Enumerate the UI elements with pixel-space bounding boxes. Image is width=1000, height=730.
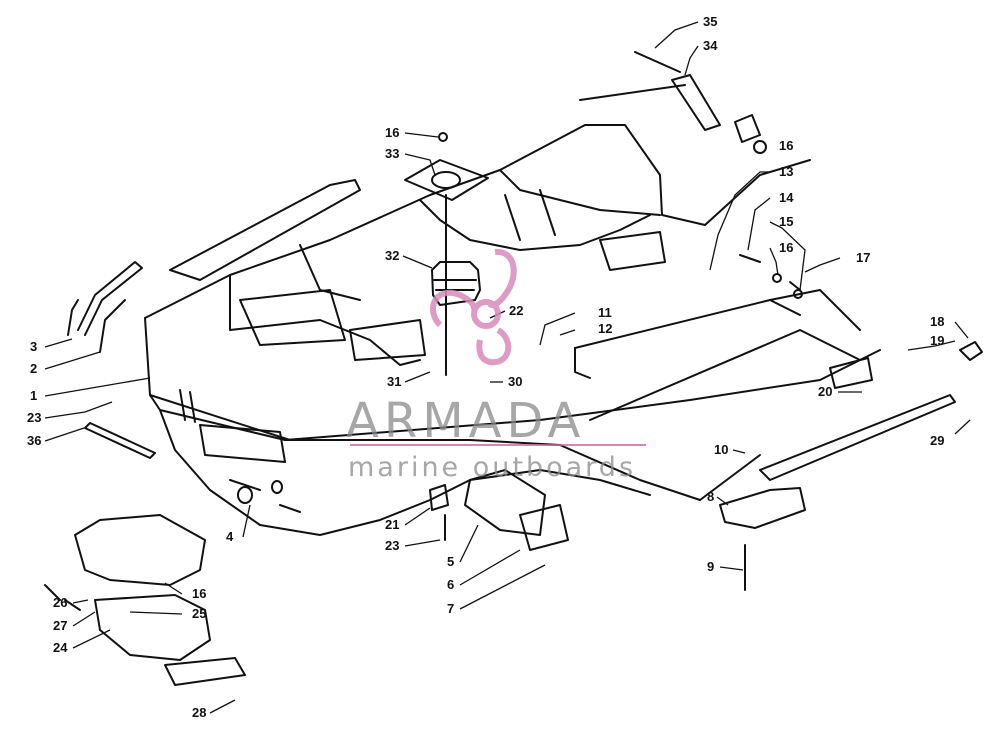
callout-15: 15 xyxy=(779,214,794,229)
callout-35: 35 xyxy=(703,14,718,29)
callout-28: 28 xyxy=(192,705,207,720)
callout-23: 23 xyxy=(385,538,400,553)
callout-16: 16 xyxy=(779,138,794,153)
callout-22: 22 xyxy=(509,303,524,318)
callout-21: 21 xyxy=(385,517,400,532)
grommet-4 xyxy=(237,480,283,504)
callout-34: 34 xyxy=(703,38,718,53)
callout-26: 26 xyxy=(53,595,68,610)
callout-3: 3 xyxy=(30,339,38,354)
callout-33: 33 xyxy=(385,146,400,161)
callout-13: 13 xyxy=(779,164,794,179)
propeller-logo-icon xyxy=(429,248,517,366)
callout-30: 30 xyxy=(508,374,523,389)
callout-18: 18 xyxy=(930,314,945,329)
side-rail-assembly xyxy=(739,254,983,481)
callout-29: 29 xyxy=(930,433,945,448)
belly-pan-body xyxy=(144,124,881,536)
callout-9: 9 xyxy=(707,559,715,574)
callout-5: 5 xyxy=(447,554,455,569)
watermark-tagline: marine outboards xyxy=(348,452,637,483)
callout-16: 16 xyxy=(192,586,207,601)
lower-bracket-assembly xyxy=(719,487,806,591)
callout-7: 7 xyxy=(447,601,455,616)
callout-2: 2 xyxy=(30,361,38,376)
callout-11: 11 xyxy=(598,305,612,320)
callout-23: 23 xyxy=(27,410,42,425)
watermark-divider xyxy=(350,444,646,446)
callout-12: 12 xyxy=(598,321,613,336)
callout-32: 32 xyxy=(385,248,400,263)
callout-14: 14 xyxy=(779,190,794,205)
watermark-brand: ARMADA xyxy=(346,393,586,449)
callout-6: 6 xyxy=(447,577,455,592)
skid-plate-assembly xyxy=(44,514,246,686)
callout-25: 25 xyxy=(192,606,207,621)
callout-4: 4 xyxy=(226,529,234,544)
callout-16: 16 xyxy=(779,240,794,255)
callout-36: 36 xyxy=(27,433,42,448)
trim-strip xyxy=(67,179,361,353)
air-intake-assembly xyxy=(429,469,569,551)
callout-8: 8 xyxy=(707,489,715,504)
callout-24: 24 xyxy=(53,640,68,655)
callout-20: 20 xyxy=(818,384,833,399)
top-bracket-assembly xyxy=(579,51,767,154)
callout-10: 10 xyxy=(714,442,729,457)
callout-1: 1 xyxy=(30,388,38,403)
leader-lines xyxy=(44,21,971,714)
callout-16: 16 xyxy=(385,125,400,140)
rod-36 xyxy=(84,422,156,459)
callout-17: 17 xyxy=(856,250,871,265)
callout-19: 19 xyxy=(930,333,945,348)
callout-31: 31 xyxy=(387,374,402,389)
callout-27: 27 xyxy=(53,618,68,633)
